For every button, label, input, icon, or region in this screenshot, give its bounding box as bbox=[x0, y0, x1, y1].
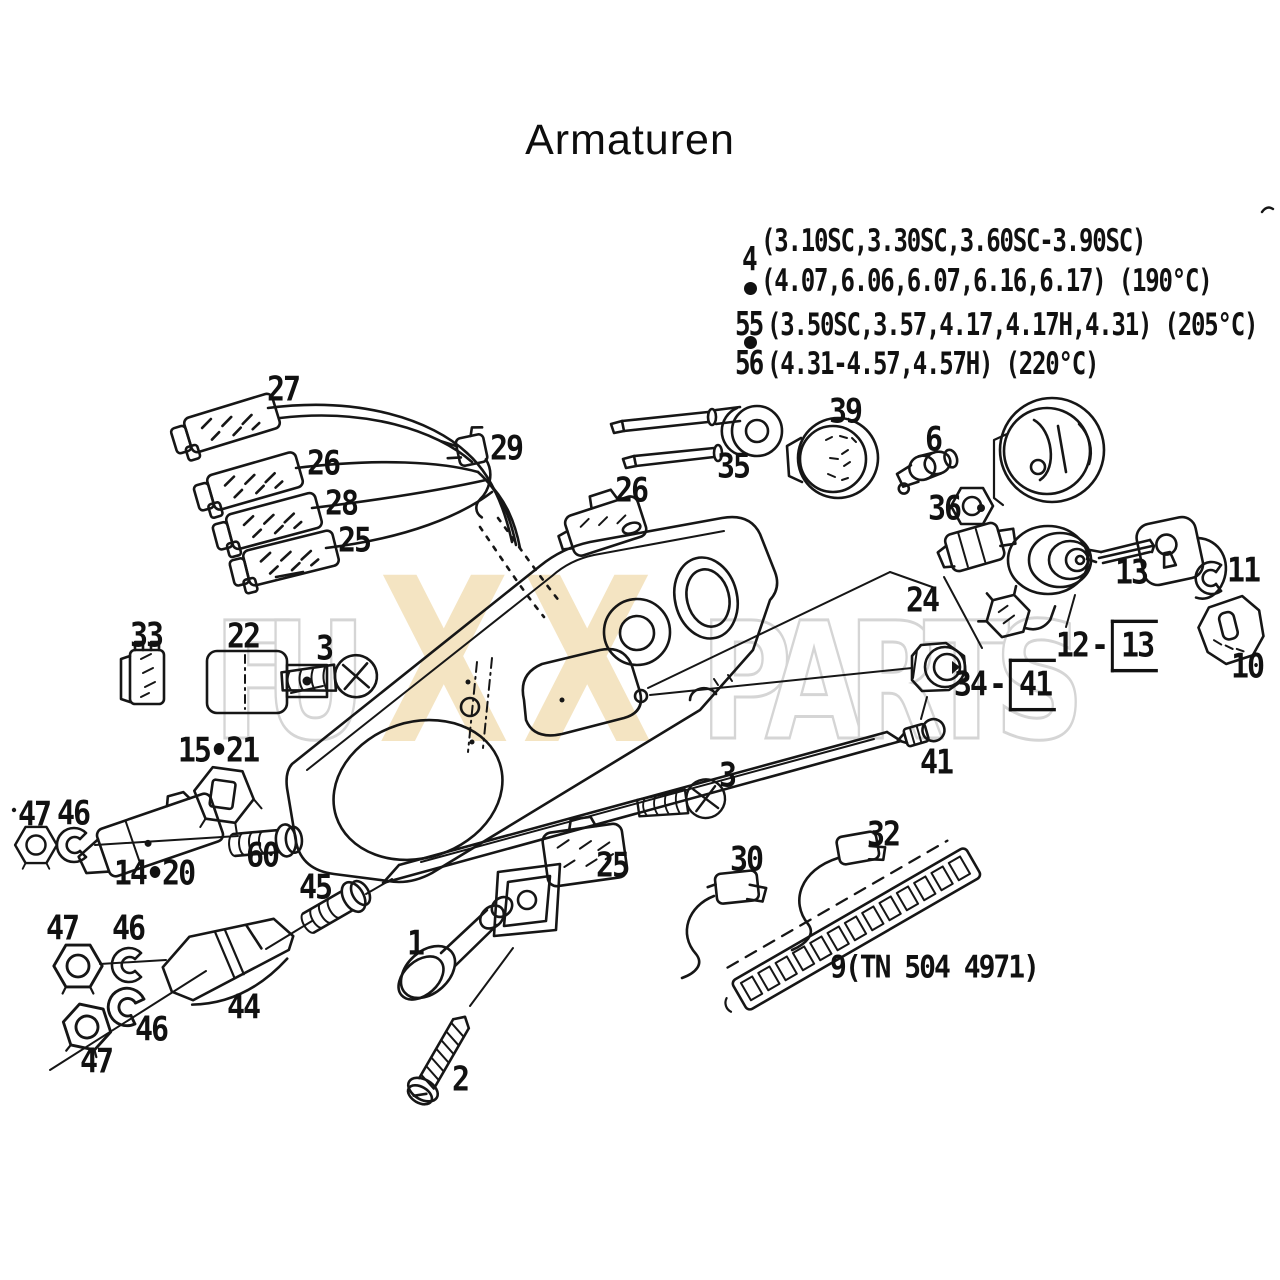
switch-24-lower bbox=[977, 584, 1057, 639]
switch-24-upper bbox=[936, 521, 1017, 573]
part-label-46-c: 46 bbox=[134, 1010, 169, 1050]
cables-35 bbox=[609, 404, 784, 470]
part-label-60: 60 bbox=[245, 836, 280, 876]
connector-25-bottom bbox=[541, 815, 629, 888]
connector-strip-9 bbox=[724, 839, 982, 1013]
connector-33 bbox=[119, 640, 166, 706]
part-label-1: 1 bbox=[406, 924, 425, 964]
harness-connector-27 bbox=[167, 391, 285, 466]
part-label-46-a: 46 bbox=[56, 794, 91, 834]
bolt-2 bbox=[406, 1015, 471, 1106]
connector-10 bbox=[1197, 594, 1265, 666]
watermark-left: FU bbox=[213, 589, 367, 777]
part-label-39: 39 bbox=[828, 392, 863, 432]
note-bullet bbox=[744, 282, 757, 295]
part-label-41: 41 bbox=[919, 743, 954, 783]
key-13 bbox=[1085, 538, 1156, 565]
note-lines: (3.50SC,3.57,4.17,4.17H,4.31) (205°C) bbox=[767, 306, 1258, 343]
part-label-47-b: 47 bbox=[45, 909, 80, 949]
nut-47-b bbox=[52, 943, 104, 995]
part-label-44: 44 bbox=[226, 988, 261, 1028]
part-label-25-a: 25 bbox=[337, 521, 372, 561]
part-label-13-a: 13 bbox=[1114, 553, 1149, 593]
part-label-47-a: 47 bbox=[17, 795, 52, 835]
corner-mark bbox=[1260, 206, 1275, 214]
part-label-34-41: 34-41 bbox=[954, 658, 1057, 712]
part-label-22: 22 bbox=[226, 617, 261, 657]
relay-22 bbox=[205, 649, 329, 715]
housing-39 bbox=[785, 416, 880, 500]
part-label-36: 36 bbox=[927, 489, 962, 529]
bracket-group: 13 bbox=[1111, 619, 1159, 673]
bracket-44 bbox=[161, 917, 295, 1006]
washer-46-b bbox=[110, 946, 143, 984]
bracket-group: 41 bbox=[1009, 658, 1057, 712]
note-bullet bbox=[744, 336, 757, 349]
lamp-holder-6 bbox=[895, 448, 959, 495]
gauge-top-right bbox=[992, 396, 1106, 507]
part-label-30: 30 bbox=[729, 840, 764, 880]
part-label-14-20: 14•20 bbox=[113, 854, 196, 894]
leader-lines bbox=[49, 571, 1076, 1071]
part-label-29: 29 bbox=[489, 429, 524, 469]
ignition-switch-12 bbox=[1006, 524, 1093, 596]
part-label-12-13: 12-13 bbox=[1056, 619, 1159, 673]
harness-tick bbox=[274, 570, 305, 579]
note-ref: 56 bbox=[735, 345, 764, 383]
part-label-26-b: 26 bbox=[614, 471, 649, 511]
part-label-27: 27 bbox=[266, 370, 301, 410]
part-label-33: 33 bbox=[129, 616, 164, 656]
part-label-26-a: 26 bbox=[306, 444, 341, 484]
page-title: Armaturen bbox=[525, 116, 735, 164]
part-label-15-21: 15•21 bbox=[177, 731, 260, 771]
part-label-28: 28 bbox=[324, 484, 359, 524]
part-label-3-b: 3 bbox=[718, 756, 737, 796]
connector-29 bbox=[439, 426, 492, 519]
note-lines: (3.10SC,3.30SC,3.60SC-3.90SC) (4.07,6.06… bbox=[761, 222, 1213, 299]
hex-connector-15-21 bbox=[192, 765, 263, 835]
note-ref: 4 bbox=[742, 241, 758, 279]
harness-connector-25 bbox=[226, 528, 343, 598]
part-label-45: 45 bbox=[298, 868, 333, 908]
bulb-socket-34 bbox=[910, 641, 968, 693]
part-label-6: 6 bbox=[924, 420, 943, 460]
plug-32 bbox=[790, 830, 887, 952]
part-label-25-b: 25 bbox=[595, 846, 630, 886]
instrument-panel bbox=[285, 515, 903, 885]
stalk-switch-1 bbox=[397, 862, 562, 1001]
part-label-24: 24 bbox=[905, 581, 940, 621]
plug-30 bbox=[680, 869, 768, 980]
part-label-2: 2 bbox=[451, 1060, 470, 1100]
bulb-41 bbox=[896, 717, 946, 748]
part-label-11: 11 bbox=[1226, 551, 1261, 591]
harness-connector-28 bbox=[209, 490, 326, 562]
lock-housing-11 bbox=[1135, 515, 1228, 600]
part-label-10: 10 bbox=[1230, 647, 1265, 687]
watermark-right: PARTS bbox=[700, 589, 1085, 777]
part-label-47-c: 47 bbox=[79, 1042, 114, 1082]
ref-dot bbox=[11, 807, 17, 813]
part-label-9: 9(TN 504 4971) bbox=[829, 948, 1040, 986]
part-label-35: 35 bbox=[716, 447, 751, 487]
switch-14-20 bbox=[77, 790, 225, 878]
part-label-46-b: 46 bbox=[111, 909, 146, 949]
note-lines: (4.31-4.57,4.57H) (220°C) bbox=[767, 345, 1099, 382]
part-label-32: 32 bbox=[866, 815, 901, 855]
part-label-3-a: 3 bbox=[315, 629, 334, 669]
